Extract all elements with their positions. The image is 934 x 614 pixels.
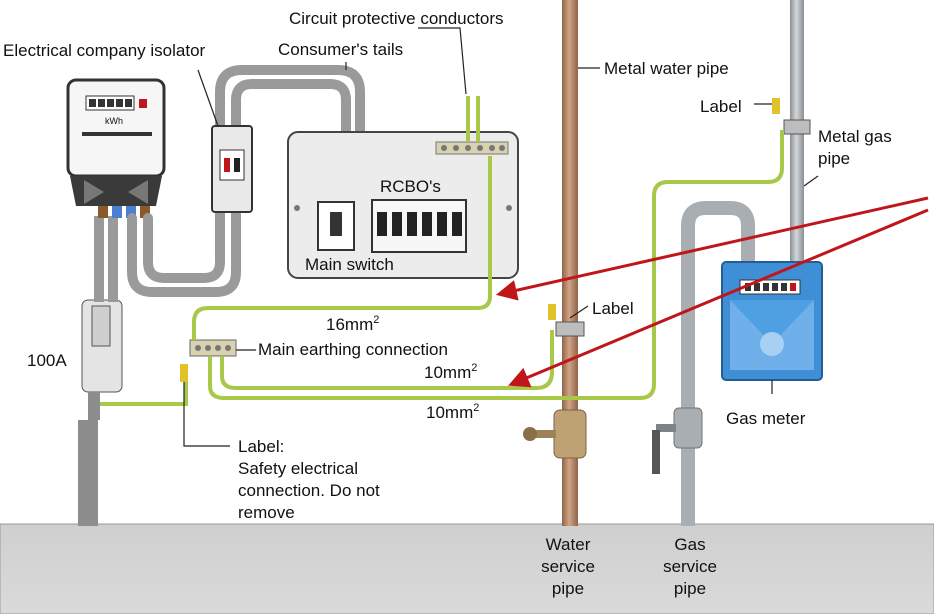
gas-valve [652,407,703,474]
label-metal-gas-l2: pipe [818,149,850,168]
kwh-label: kWh [105,116,123,126]
label-rcbos: RCBO's [380,177,441,196]
label-100a: 100A [27,351,67,370]
label-gas-service-l1: Gas [674,535,705,554]
label-metal-gas-l1: Metal gas [818,127,892,146]
label-gas-service-l2: service [663,557,717,576]
gas-meter [721,261,823,381]
rcbo-breakers [377,212,462,236]
label-safety-l2: Safety electrical [238,459,358,478]
gas-pipe-loop [681,201,755,526]
indicator-arrows [495,196,929,388]
electricity-meter: kWh [66,78,166,218]
label-16mm: 16mm2 [326,314,379,334]
label-water-service-l3: pipe [552,579,584,598]
label-safety-l1: Label: [238,437,284,456]
label-water-service-l2: service [541,557,595,576]
label-metal-water-pipe: Metal water pipe [604,59,729,78]
leader-lines [183,27,819,447]
water-stop-valve [523,409,587,459]
label-10mm-upper: 10mm2 [424,362,477,382]
label-water-label: Label [592,299,634,318]
main-earthing-terminal [180,339,237,382]
label-safety-l4: remove [238,503,295,522]
cpc-wires [466,96,480,142]
label-10mm-lower: 10mm2 [426,402,479,422]
label-consumers-tails: Consumer's tails [278,40,403,59]
supply-cable [78,420,98,526]
gas-pipe-clamp [772,98,811,135]
company-isolator [211,125,253,213]
label-isolator: Electrical company isolator [3,41,206,60]
label-water-service-l1: Water [546,535,591,554]
earth-conductors [100,130,784,406]
metal-water-pipe [562,0,578,526]
service-cutout [81,299,123,420]
label-gas-meter: Gas meter [726,409,806,428]
water-pipe-clamp [548,304,585,337]
label-safety-l3: connection. Do not [238,481,380,500]
label-main-switch: Main switch [305,255,394,274]
floor-slab [0,523,934,614]
meter-tails [94,216,118,302]
label-cpc: Circuit protective conductors [289,9,503,28]
consumer-unit [287,131,519,279]
label-top-label: Label [700,97,742,116]
label-gas-service-l3: pipe [674,579,706,598]
consumers-tails [127,65,365,297]
label-main-earthing: Main earthing connection [258,340,448,359]
